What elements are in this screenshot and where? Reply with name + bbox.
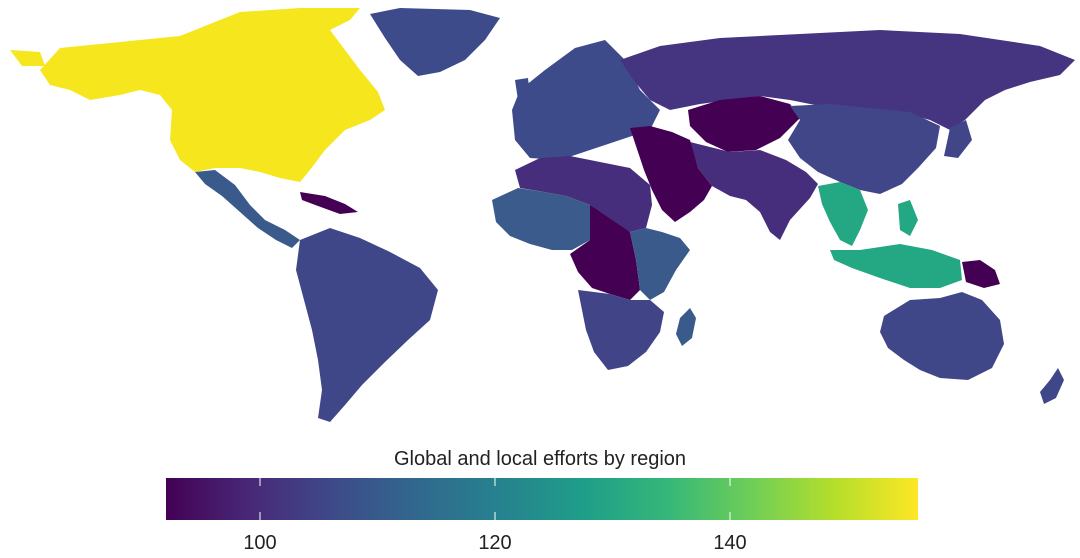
region-east-africa <box>630 228 690 300</box>
region-southeast-asia-islands <box>830 244 962 288</box>
region-central-africa <box>570 205 640 300</box>
region-australia <box>880 292 1004 380</box>
legend-title: Global and local efforts by region <box>393 448 687 470</box>
colorbar <box>166 478 918 520</box>
region-central-america <box>195 170 300 248</box>
region-middle-east <box>630 126 712 222</box>
region-north-america-alaska <box>10 50 45 66</box>
region-russia <box>620 30 1075 130</box>
region-north-africa <box>515 156 652 232</box>
region-south-america <box>296 228 438 422</box>
region-caribbean <box>300 192 358 214</box>
colorbar-tick-label: 100 <box>243 532 277 554</box>
region-east-asia <box>788 104 940 194</box>
region-southeast-asia-philippines <box>898 200 918 236</box>
colorbar-gradient <box>166 478 918 520</box>
region-southeast-asia <box>818 182 868 246</box>
region-south-asia <box>690 142 818 240</box>
region-east-asia-japan <box>944 120 972 158</box>
world-map <box>10 8 1075 422</box>
region-north-america <box>40 8 385 182</box>
region-greenland <box>370 8 500 76</box>
region-west-africa <box>492 188 600 250</box>
region-europe-uk <box>515 78 530 100</box>
colorbar-tick-label: 120 <box>478 532 512 554</box>
region-papua-new-guinea <box>962 260 1000 288</box>
region-southern-africa <box>578 290 664 370</box>
region-new-zealand <box>1040 368 1064 404</box>
region-madagascar <box>676 308 696 346</box>
region-europe <box>512 40 660 160</box>
colorbar-tick-label: 140 <box>713 532 747 554</box>
region-central-asia <box>688 96 800 152</box>
